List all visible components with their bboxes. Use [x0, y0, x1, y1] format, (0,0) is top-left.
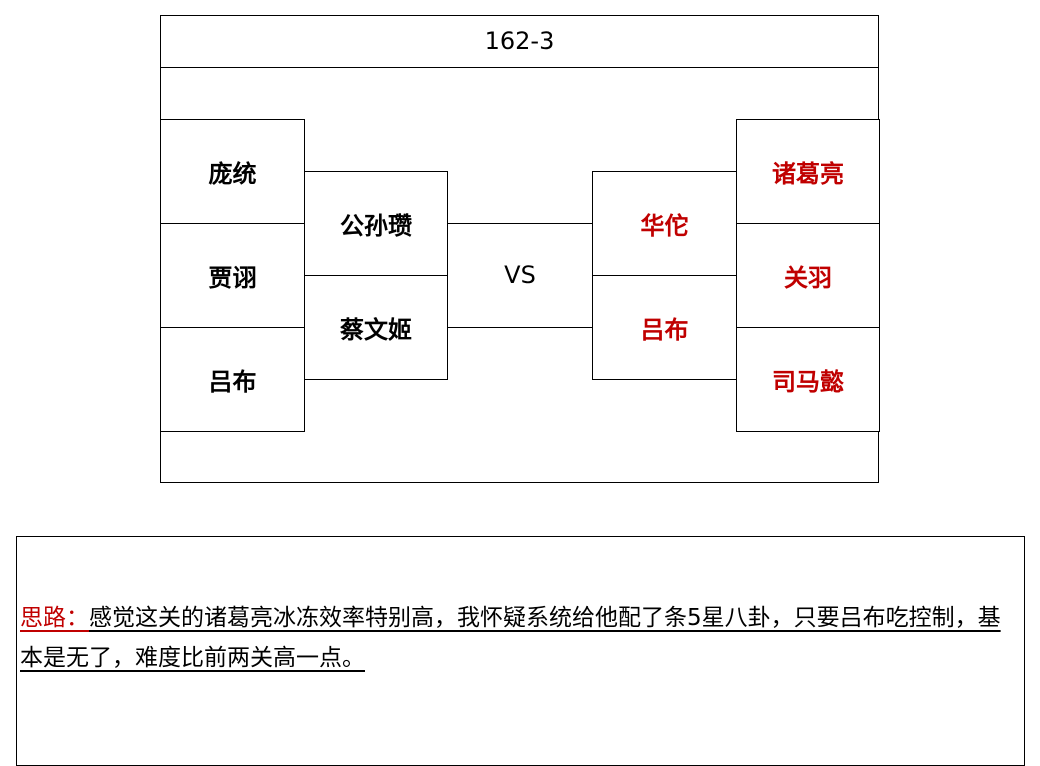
right-outer-slot-1: 诸葛亮 [736, 119, 880, 224]
left-outer-slot-1: 庞统 [160, 119, 305, 224]
connector-line-bottom [447, 327, 593, 328]
stage-title: 162-3 [160, 15, 879, 68]
left-inner-slot-1: 公孙瓒 [304, 171, 448, 276]
left-outer-slot-2: 贾诩 [160, 223, 305, 328]
right-inner-slot-2: 吕布 [592, 275, 737, 380]
note-label: 思路： [20, 605, 89, 631]
right-outer-slot-3: 司马懿 [736, 327, 880, 432]
right-outer-slot-2: 关羽 [736, 223, 880, 328]
left-outer-slot-3: 吕布 [160, 327, 305, 432]
note-body: 感觉这关的诸葛亮冰冻效率特别高，我怀疑系统给他配了条5星八卦，只要吕布吃控制，基… [20, 605, 1001, 671]
right-inner-slot-1: 华佗 [592, 171, 737, 276]
versus-label: VS [504, 261, 536, 289]
left-inner-slot-2: 蔡文姬 [304, 275, 448, 380]
note-paragraph: 思路：感觉这关的诸葛亮冰冻效率特别高，我怀疑系统给他配了条5星八卦，只要吕布吃控… [20, 598, 1022, 678]
connector-line-top [447, 223, 593, 224]
